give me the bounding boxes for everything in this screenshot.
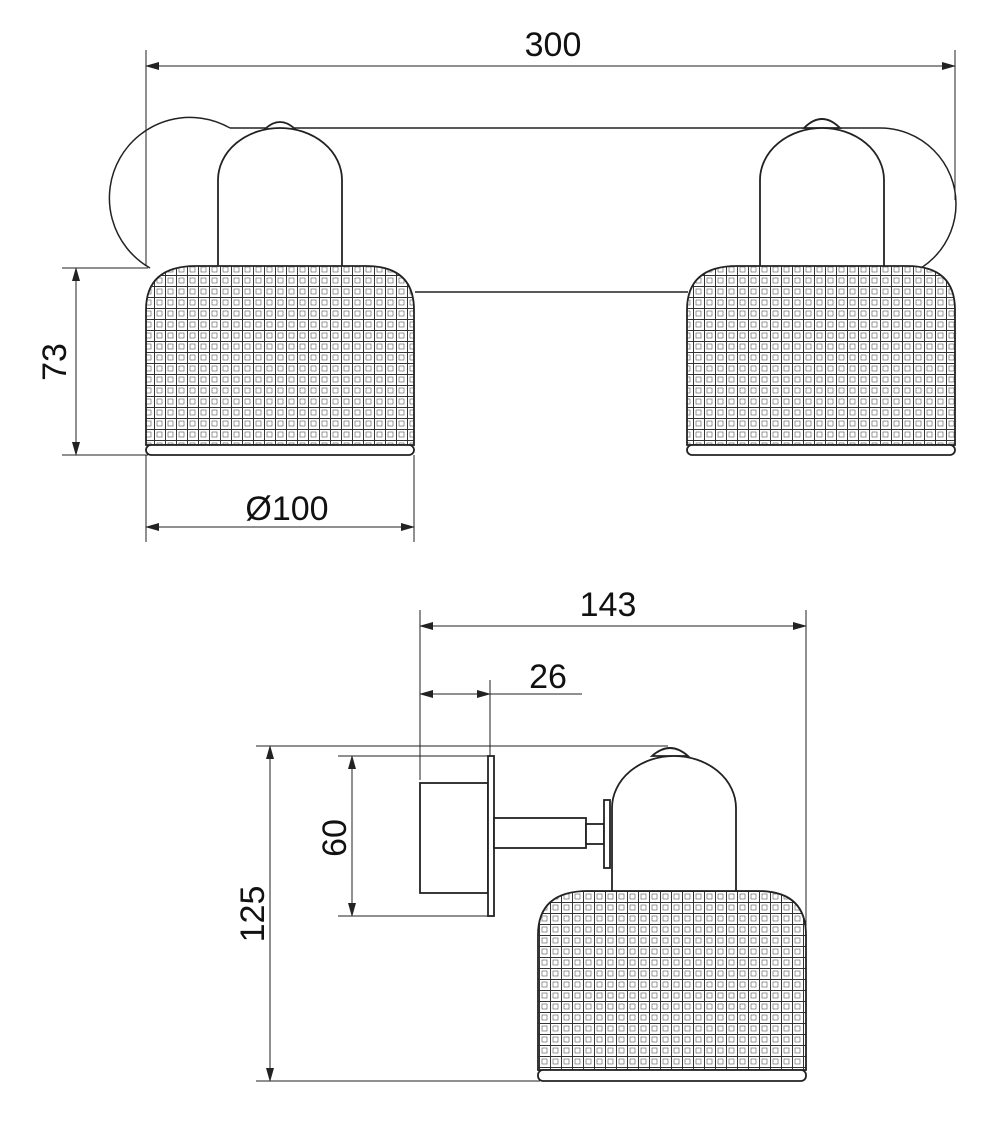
right-holder-knob (801, 118, 843, 129)
dimension-total-height: 125 (234, 745, 668, 1082)
right-lamp (686, 118, 956, 456)
joint-plate (603, 799, 611, 869)
dimension-base-height: 60 (316, 755, 488, 917)
front-view: 300 73 Ø100 (36, 26, 957, 542)
dimension-base-height-label: 60 (316, 819, 354, 857)
left-shade-rim (145, 444, 415, 456)
right-shade (686, 265, 956, 446)
side-holder (611, 755, 737, 893)
side-view: 143 26 60 125 (234, 586, 807, 1082)
left-shade (145, 265, 415, 446)
right-holder (759, 127, 885, 268)
side-shade-rim (537, 1069, 807, 1082)
dimension-projection: 143 (419, 586, 807, 935)
right-shade-rim (686, 444, 956, 456)
dimension-shade-diameter: Ø100 (145, 455, 415, 542)
dimension-total-width-label: 300 (525, 26, 582, 64)
arm-joint (585, 823, 605, 845)
dimension-total-width: 300 (145, 26, 956, 265)
side-holder-knob (649, 747, 691, 757)
wall-base (419, 782, 489, 894)
dimension-projection-label: 143 (580, 586, 637, 624)
dimension-shade-diameter-label: Ø100 (245, 490, 328, 528)
side-shade (537, 890, 807, 1071)
dimension-shade-height-label: 73 (36, 343, 74, 381)
left-lamp (145, 121, 415, 456)
dimension-base-depth-label: 26 (529, 658, 567, 696)
dimension-total-height-label: 125 (234, 886, 272, 943)
left-holder (217, 127, 343, 268)
arm-rod (493, 817, 587, 849)
dimension-base-depth: 26 (419, 658, 582, 756)
dimension-shade-height: 73 (36, 267, 148, 456)
